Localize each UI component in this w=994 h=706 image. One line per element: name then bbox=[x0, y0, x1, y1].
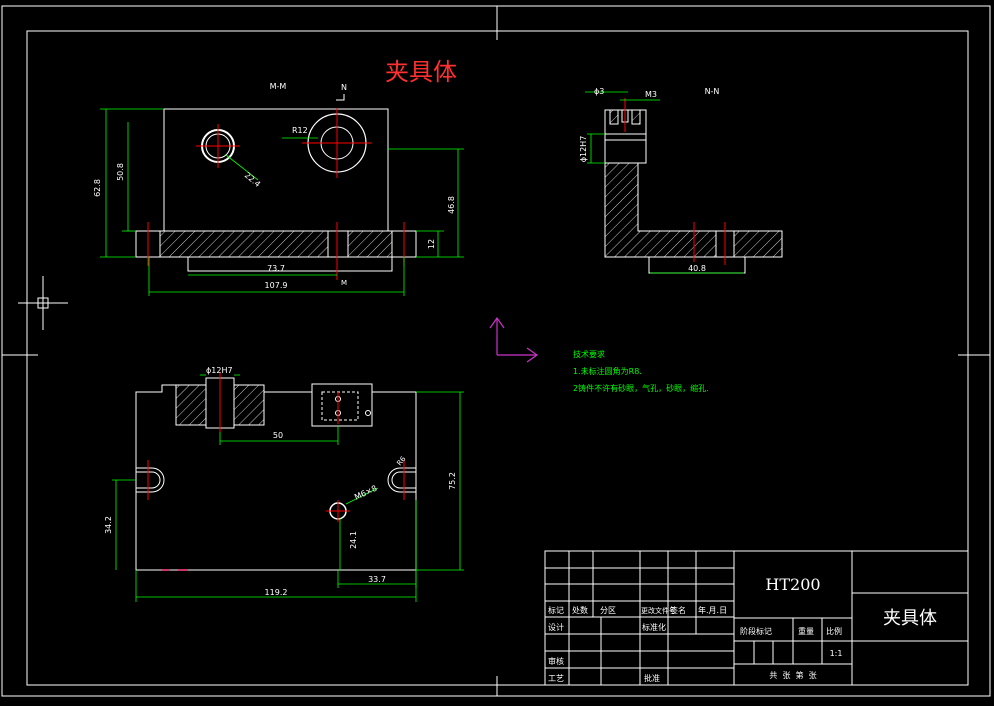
part-name-label: 夹具体 bbox=[883, 608, 937, 629]
tb-qty: 处数 bbox=[572, 605, 588, 615]
tb-standard: 标准化 bbox=[642, 622, 666, 632]
material-label: HT200 bbox=[765, 575, 820, 594]
tb-mark: 标记 bbox=[548, 605, 564, 615]
side-view-label: N-N bbox=[705, 87, 720, 96]
tb-design: 设计 bbox=[548, 622, 564, 632]
dim-len-inner: 73.7 bbox=[267, 264, 285, 273]
tb-process: 工艺 bbox=[548, 674, 564, 683]
title-block-text: HT200 夹具体 标记 处数 分区 更改文件号 签名 年.月.日 设计 标准化… bbox=[548, 575, 937, 683]
dim-bore-small: 22.4 bbox=[243, 171, 262, 189]
dim-side-base-len: 40.8 bbox=[688, 264, 706, 273]
tb-doc: 更改文件号 bbox=[641, 606, 676, 615]
title-block bbox=[544, 550, 969, 686]
notes-line-2: 2铸件不许有砂眼，气孔，砂眼，缩孔. bbox=[573, 383, 709, 393]
tb-zone: 分区 bbox=[600, 606, 616, 615]
plan-view: ϕ12H7 50 75.2 34.2 M6×8 24.1 33.7 119.2 … bbox=[104, 366, 464, 602]
dim-plan-hole-x: 33.7 bbox=[368, 575, 386, 584]
tb-check: 审核 bbox=[548, 656, 564, 666]
tb-ratio: 比例 bbox=[826, 626, 842, 636]
dim-h-outer: 62.8 bbox=[93, 179, 102, 197]
front-section-view: M-M N bbox=[93, 82, 464, 296]
cursor-crosshair-icon bbox=[18, 276, 68, 330]
bottom-marker-label: M bbox=[341, 279, 347, 287]
dim-hole-dia: ϕ3 bbox=[594, 87, 604, 96]
dim-plan-hole-y: 24.1 bbox=[349, 531, 358, 549]
dim-shaft-dia: ϕ12H7 bbox=[579, 136, 588, 163]
tb-weight: 重量 bbox=[798, 626, 814, 636]
dim-h-right: 46.8 bbox=[447, 196, 456, 214]
dim-plan-hole: M6×8 bbox=[353, 484, 378, 502]
tb-sign: 签名 bbox=[670, 605, 686, 615]
tb-scale: 1:1 bbox=[830, 649, 843, 658]
dim-plan-bore: ϕ12H7 bbox=[206, 366, 233, 375]
tb-sheet-info: 共 张 第 张 bbox=[769, 670, 816, 680]
dim-len-total: 107.9 bbox=[265, 281, 288, 290]
ucs-icon bbox=[489, 316, 539, 363]
side-section-view: N-N ϕ3 M3 ϕ12H7 40.8 bbox=[579, 87, 783, 274]
dim-plan-height-right: 75.2 bbox=[448, 472, 457, 490]
dim-base-thk: 12 bbox=[427, 239, 436, 249]
sheet-frame bbox=[1, 5, 991, 697]
dim-thread: M3 bbox=[645, 90, 657, 99]
dim-plan-height-left: 34.2 bbox=[104, 516, 113, 534]
dim-plan-len-total: 119.2 bbox=[265, 588, 288, 597]
notes-line-1: 1.未标注圆角为R8. bbox=[573, 366, 642, 376]
tb-stage-mark: 阶段标记 bbox=[740, 626, 772, 636]
front-marker-label: N bbox=[341, 83, 347, 92]
tb-approve: 批准 bbox=[644, 673, 660, 683]
front-view-label: M-M bbox=[270, 82, 287, 91]
dim-plan-slot-r: R6 bbox=[395, 455, 407, 468]
dim-h-inner: 50.8 bbox=[116, 163, 125, 181]
notes-heading: 技术要求 bbox=[573, 349, 605, 359]
tb-date: 年.月.日 bbox=[698, 605, 727, 615]
dim-plan-slot-len: 50 bbox=[273, 431, 283, 440]
technical-notes: 技术要求 1.未标注圆角为R8. 2铸件不许有砂眼，气孔，砂眼，缩孔. bbox=[573, 349, 709, 393]
drawing-title: 夹具体 bbox=[385, 58, 457, 86]
dim-bore-large: R12 bbox=[292, 126, 308, 135]
